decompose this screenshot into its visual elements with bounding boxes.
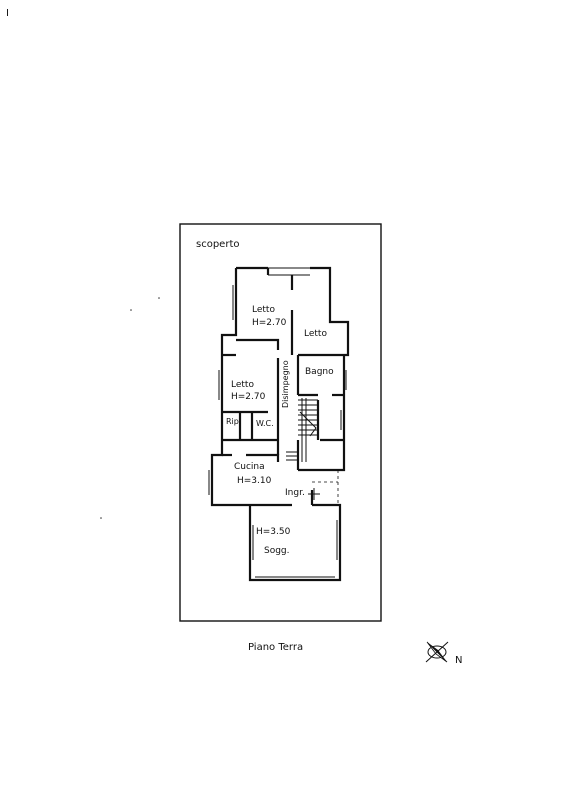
room-name-rip: Rip.	[226, 417, 241, 426]
room-name-wc: W.C.	[256, 419, 274, 428]
room-height-sogg: H=3.50	[256, 527, 291, 537]
staircase	[286, 398, 318, 462]
compass-icon	[425, 641, 449, 663]
room-name-ingr: Ingr.	[285, 488, 305, 498]
room-height-letto-3: H=2.70	[231, 392, 266, 402]
outdoor-label: scoperto	[196, 239, 239, 250]
terrace-outline	[312, 470, 339, 505]
entrance-marker	[308, 488, 320, 500]
north-label: N	[455, 655, 462, 666]
windows	[208, 285, 347, 578]
room-name-disimpegno: Disimpegno	[281, 360, 290, 408]
room-name-bagno: Bagno	[305, 367, 334, 377]
room-name-letto-1: Letto	[252, 305, 275, 315]
plan-caption: Piano Terra	[248, 642, 303, 653]
room-name-sogg: Sogg.	[264, 546, 290, 556]
room-name-letto-3: Letto	[231, 380, 254, 390]
room-height-letto-1: H=2.70	[252, 318, 287, 328]
interior-walls	[222, 275, 344, 507]
room-name-cucina: Cucina	[234, 462, 265, 472]
room-name-letto-2: Letto	[304, 329, 327, 339]
scan-specks	[100, 297, 160, 519]
room-height-cucina: H=3.10	[237, 476, 272, 486]
drawing-frame	[179, 223, 382, 622]
corner-mark: I	[6, 8, 9, 19]
